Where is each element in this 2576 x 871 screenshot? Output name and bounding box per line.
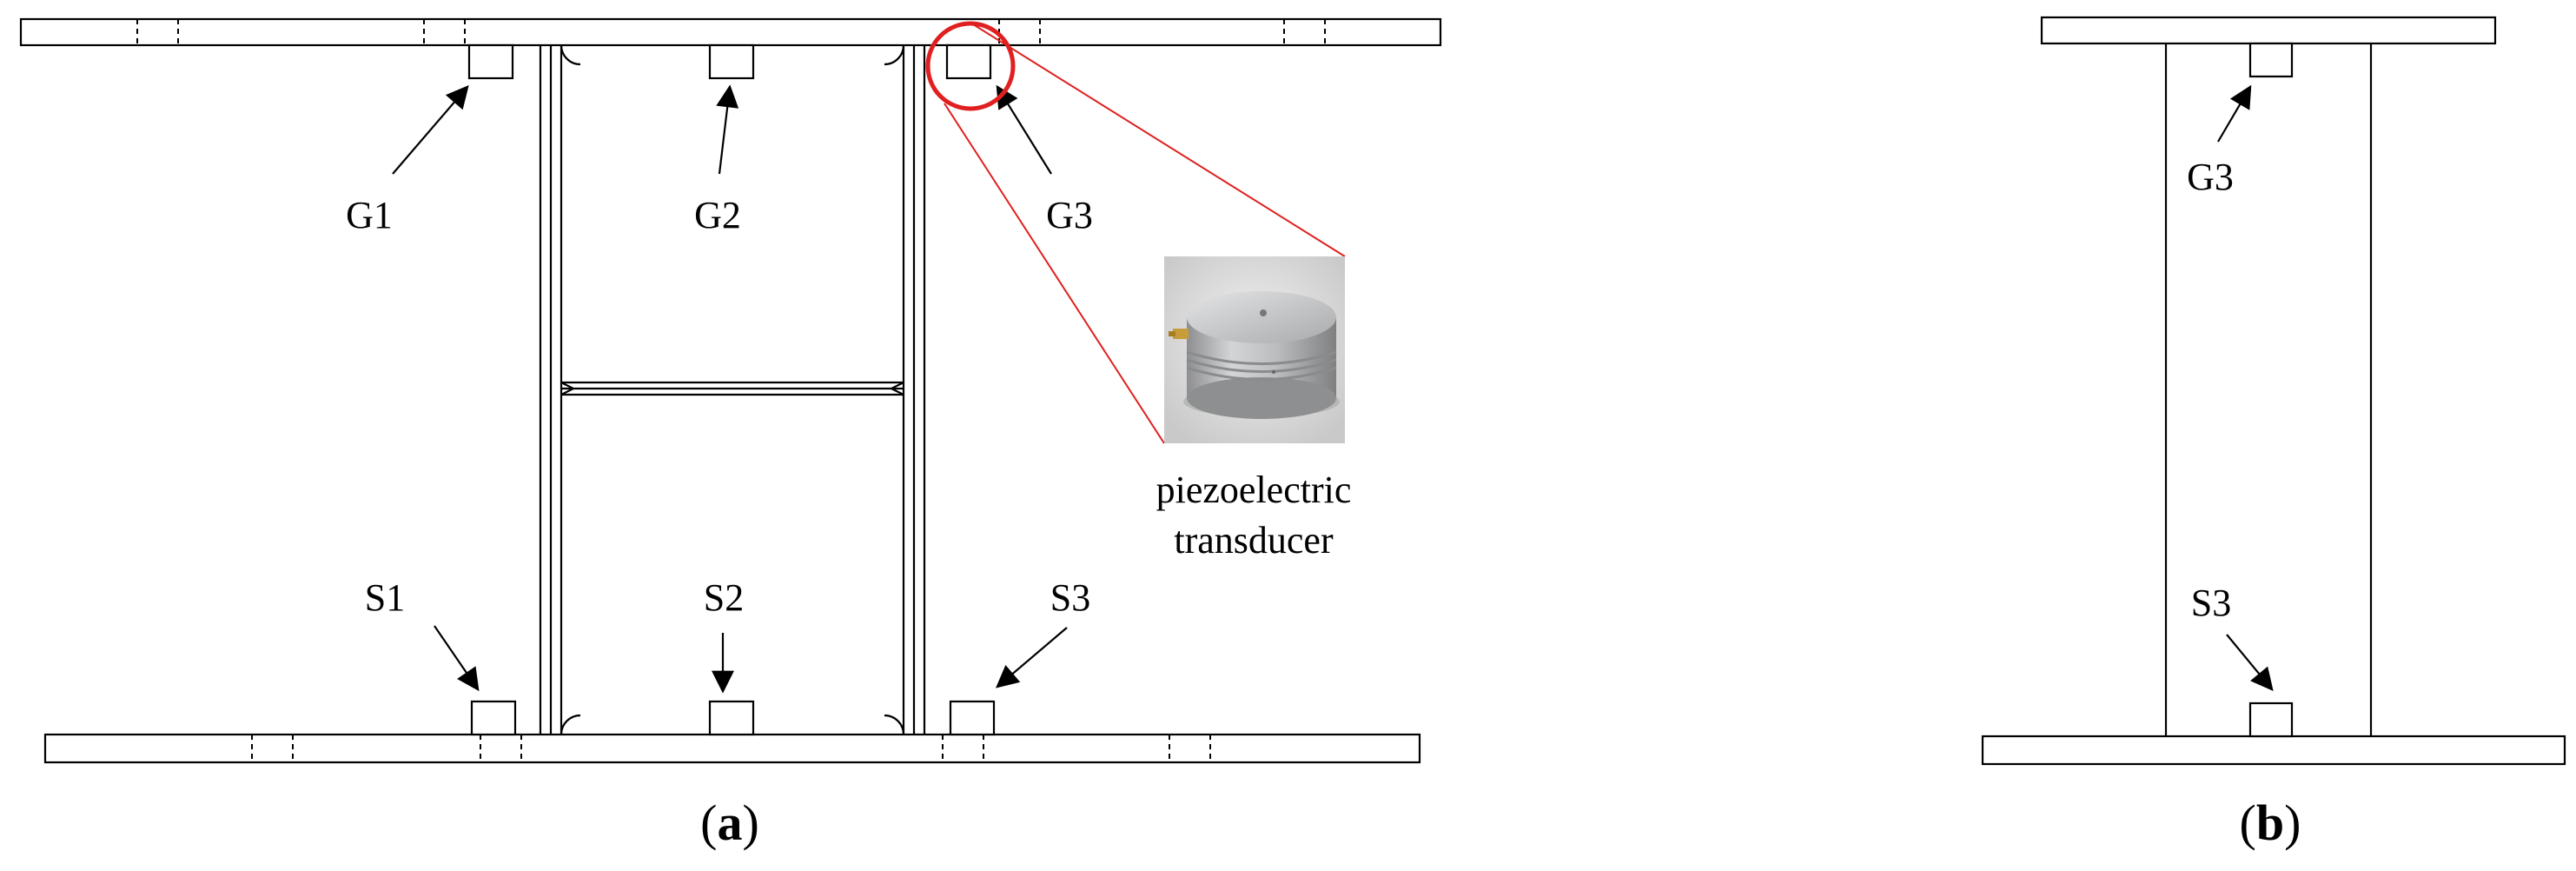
arrow-icon [2226,634,2274,692]
arrow-icon [996,627,1068,688]
piezoelectric-transducer-photo [1164,256,1345,443]
figure-a: G1 G2 G3 S1 S2 S3 piezoelectric tra [19,17,1442,851]
sensor-g3-box [945,43,992,80]
label-g3: G3 [1046,194,1093,236]
arrow-icon [2217,84,2252,143]
arrow-icon [434,625,480,692]
sensor-g3-box-b [2248,42,2294,78]
label-g1: G1 [346,194,393,236]
label-s3: S3 [1050,576,1090,619]
label-s2: S2 [704,576,744,619]
arrow-icon [716,84,739,175]
stiffener-plate [560,381,904,396]
top-flange-b [2040,16,2497,45]
top-flange [19,17,1442,47]
label-s3-b: S3 [2191,582,2231,624]
transducer-caption-line2: transducer [1174,519,1334,562]
label-g3-b: G3 [2187,156,2234,198]
sensor-g2-box [708,43,755,80]
sensor-s3-box [949,700,996,736]
arrow-icon [996,84,1052,175]
sensor-g1-box [467,43,514,80]
g3-highlight [925,21,1346,444]
caption-a: (a) [700,795,759,851]
left-web [539,44,581,735]
sensor-s1-box [470,700,517,736]
sensor-s3-box-b [2248,701,2294,738]
arrow-icon [392,85,469,175]
label-s1: S1 [365,576,405,619]
sensor-s2-box [708,700,755,736]
bottom-flange [43,733,1421,764]
figure-b: G3 S3 (b) [1981,16,2566,851]
label-g2: G2 [694,194,741,236]
bottom-flange-b [1981,735,2566,766]
caption-b: (b) [2240,795,2301,851]
transducer-caption-line1: piezoelectric [1156,469,1352,511]
right-web [884,44,926,735]
